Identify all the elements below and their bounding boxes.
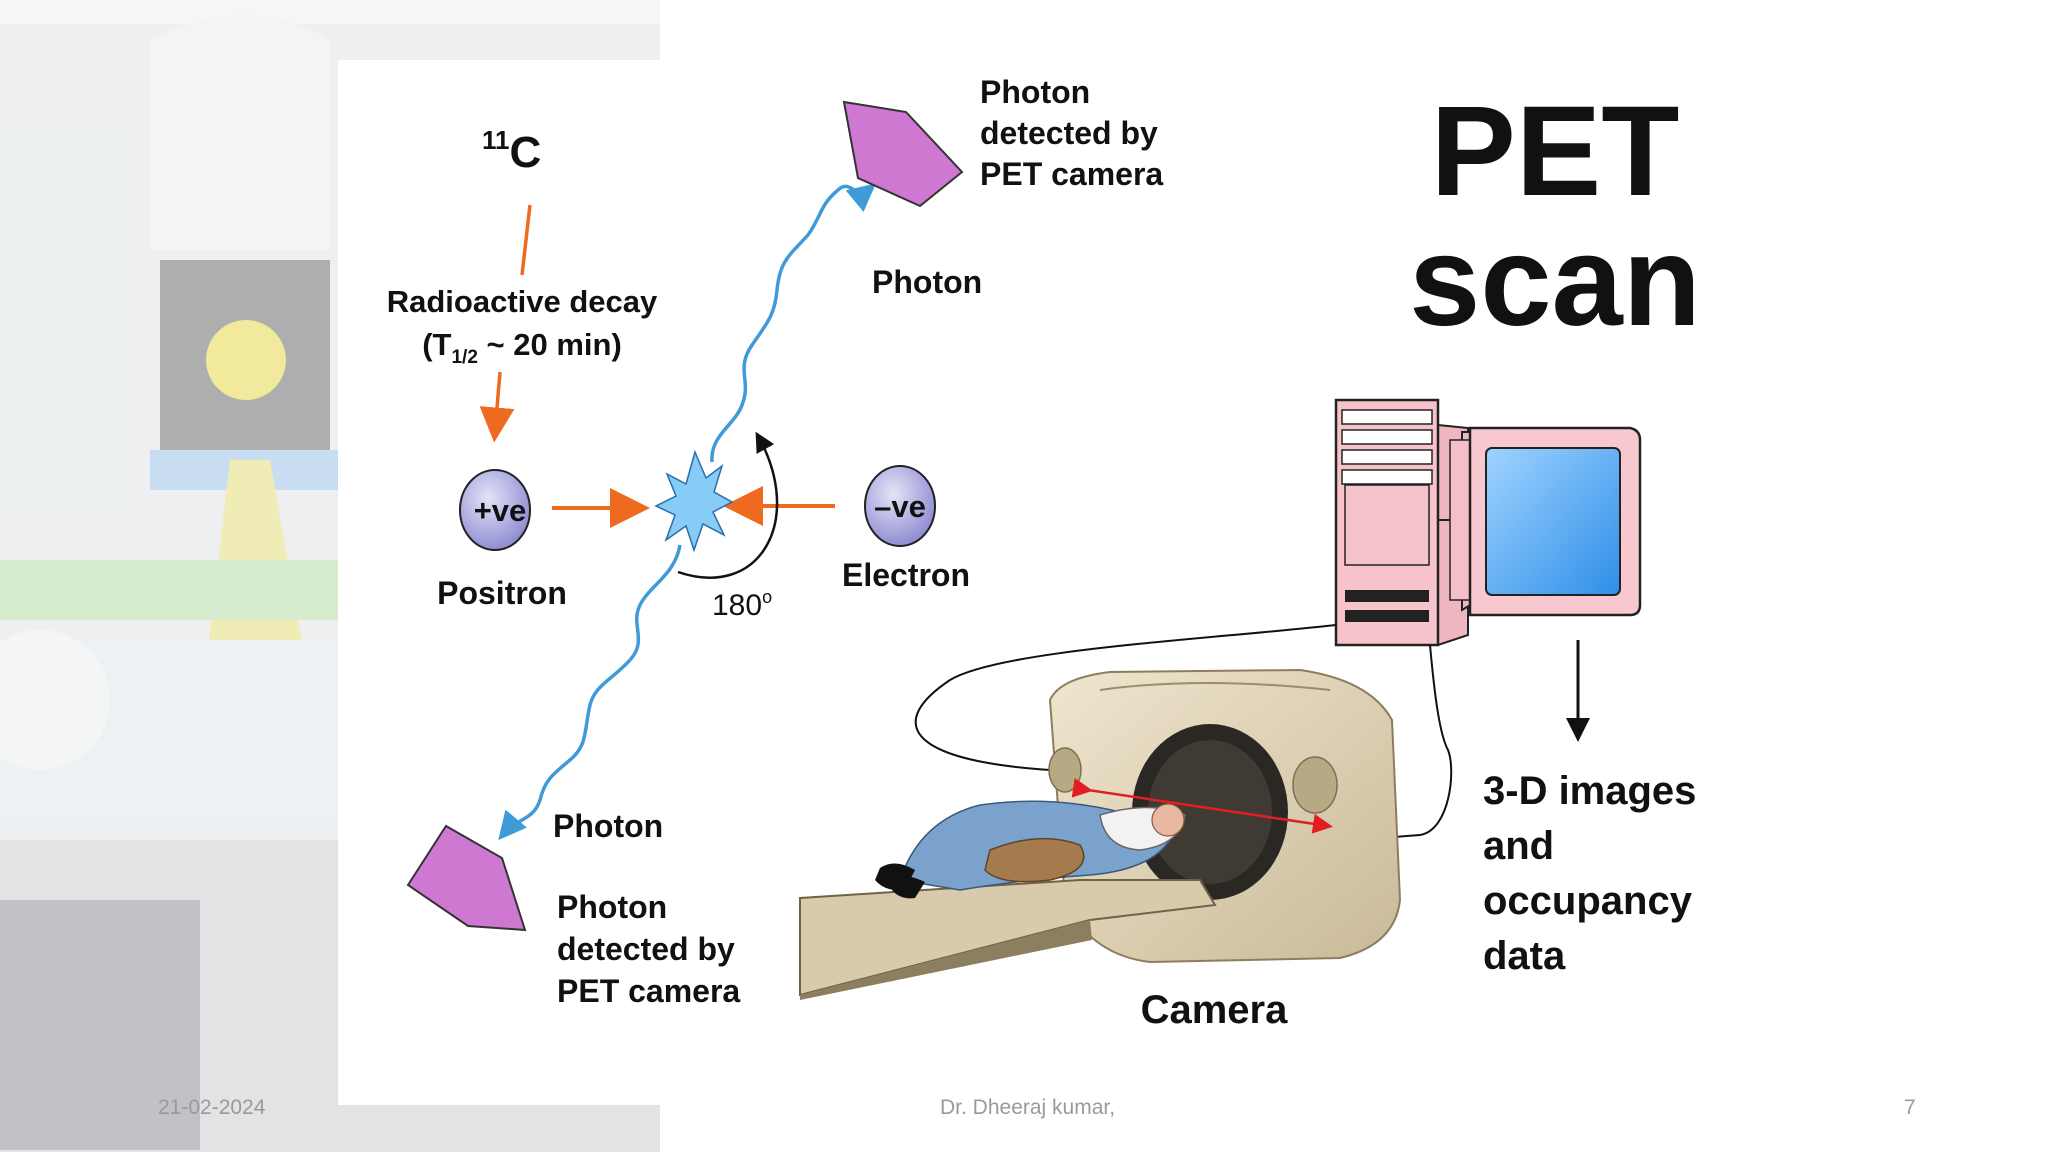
- electron-symbol: –ve: [874, 489, 926, 524]
- halflife-label: (T1/2 ~ 20 min): [422, 327, 622, 368]
- footer-page-number: 7: [1904, 1096, 1916, 1119]
- halflife-rest: ~ 20 min): [478, 327, 622, 362]
- photon-wave-top: [710, 183, 877, 463]
- halflife-sub: 1/2: [451, 347, 477, 368]
- isotope-symbol: C: [510, 128, 542, 177]
- camera-label: Camera: [1141, 988, 1289, 1032]
- angle-label: 180o: [712, 587, 772, 622]
- output-label-4: data: [1483, 934, 1566, 978]
- photon-top-label: Photon: [872, 264, 982, 300]
- detector-top-label-3: PET camera: [980, 156, 1163, 192]
- positron-symbol: +ve: [474, 493, 527, 528]
- angle-value: 180: [712, 589, 762, 622]
- positron-label: Positron: [437, 575, 567, 611]
- detector-bottom-label-3: PET camera: [557, 973, 740, 1009]
- halflife-open: (T: [422, 327, 451, 362]
- detector-top: [842, 100, 964, 208]
- decay-line: [520, 204, 532, 276]
- cable-right: [1379, 644, 1453, 839]
- isotope-label: 11C: [482, 125, 541, 177]
- pet-scanner-illustration: [799, 668, 1402, 1000]
- detector-top-label-2: detected by: [980, 115, 1158, 151]
- isotope-mass: 11: [482, 125, 510, 155]
- title-line1: PET: [1431, 80, 1680, 223]
- cable-left: [914, 624, 1337, 771]
- title-line2: scan: [1409, 210, 1701, 353]
- decay-label: Radioactive decay: [387, 284, 658, 319]
- detector-bottom-label-1: Photon: [557, 889, 667, 925]
- electron-label: Electron: [842, 557, 970, 593]
- computer-illustration: [1334, 398, 1642, 647]
- detector-top-label-1: Photon: [980, 74, 1090, 110]
- footer-date: 21-02-2024: [158, 1096, 266, 1119]
- annihilation-burst: [654, 449, 734, 553]
- decay-arrow: [479, 371, 515, 443]
- positron-particle: +ve: [459, 469, 531, 551]
- output-label-2: and: [1483, 824, 1554, 868]
- electron-particle: –ve: [864, 465, 936, 547]
- detector-bottom-label-2: detected by: [557, 931, 735, 967]
- footer-author: Dr. Dheeraj kumar,: [940, 1096, 1116, 1119]
- angle-unit: o: [762, 587, 772, 607]
- detector-bottom: [406, 824, 527, 932]
- output-label-1: 3-D images: [1483, 769, 1696, 813]
- photon-wave-bottom: [498, 544, 682, 841]
- angle-arc: [677, 431, 779, 579]
- photon-bottom-label: Photon: [553, 808, 663, 844]
- output-label-3: occupancy: [1483, 879, 1693, 923]
